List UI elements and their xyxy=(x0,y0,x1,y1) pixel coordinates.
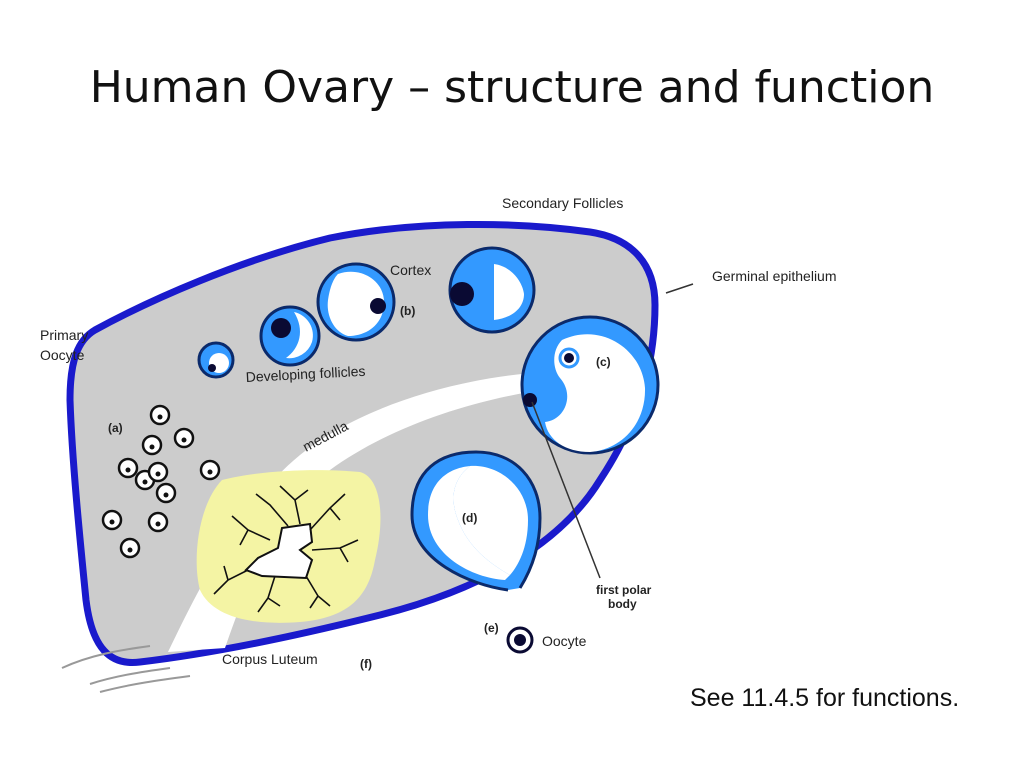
primary-oocyte xyxy=(119,537,141,559)
label-f: (f) xyxy=(360,657,372,671)
label-developing-follicles: Developing follicles xyxy=(245,363,366,385)
medulla xyxy=(168,372,555,652)
primary-oocyte xyxy=(147,461,169,483)
released-oocyte xyxy=(506,626,534,654)
label-a: (a) xyxy=(108,421,123,435)
label-e: (e) xyxy=(484,621,499,635)
primary-oocyte xyxy=(173,427,195,449)
corpus-luteum-cavity xyxy=(244,522,314,580)
developing-follicle-medium xyxy=(259,305,321,367)
label-primary-oocyte-line1: Primary xyxy=(40,327,88,343)
primary-oocyte xyxy=(147,511,169,533)
slide-title: Human Ovary – structure and function xyxy=(89,62,935,113)
corpus-luteum-branches xyxy=(213,485,359,613)
follicle-d xyxy=(410,450,542,592)
primary-oocyte xyxy=(101,509,123,531)
developing-follicle-large xyxy=(316,262,396,342)
label-secondary-follicles: Secondary Follicles xyxy=(502,195,623,211)
follicle-c xyxy=(520,315,660,455)
label-first-polar-line2: body xyxy=(608,597,637,611)
primary-oocyte xyxy=(141,434,163,456)
label-c: (c) xyxy=(596,355,611,369)
label-primary-oocyte-line2: Oocyte xyxy=(40,347,85,363)
label-oocyte: Oocyte xyxy=(542,633,587,649)
germinal-epithelium-leader xyxy=(665,283,694,294)
primary-oocyte xyxy=(199,459,221,481)
primary-oocyte xyxy=(155,482,177,504)
footnote: See 11.4.5 for functions. xyxy=(690,684,960,712)
ovary-duct-lines xyxy=(61,645,191,693)
primary-oocytes-group xyxy=(101,404,221,559)
label-first-polar-line1: first polar xyxy=(596,583,652,597)
label-cortex: Cortex xyxy=(390,262,431,278)
label-germinal-epithelium: Germinal epithelium xyxy=(712,268,837,284)
primary-oocyte xyxy=(117,457,139,479)
label-d: (d) xyxy=(462,511,477,525)
primary-oocyte xyxy=(149,404,171,426)
label-corpus-luteum: Corpus Luteum xyxy=(222,651,318,667)
first-polar-body-leader xyxy=(531,401,601,579)
secondary-follicle xyxy=(448,246,536,334)
developing-follicle-small xyxy=(197,341,235,379)
label-b: (b) xyxy=(400,304,415,318)
